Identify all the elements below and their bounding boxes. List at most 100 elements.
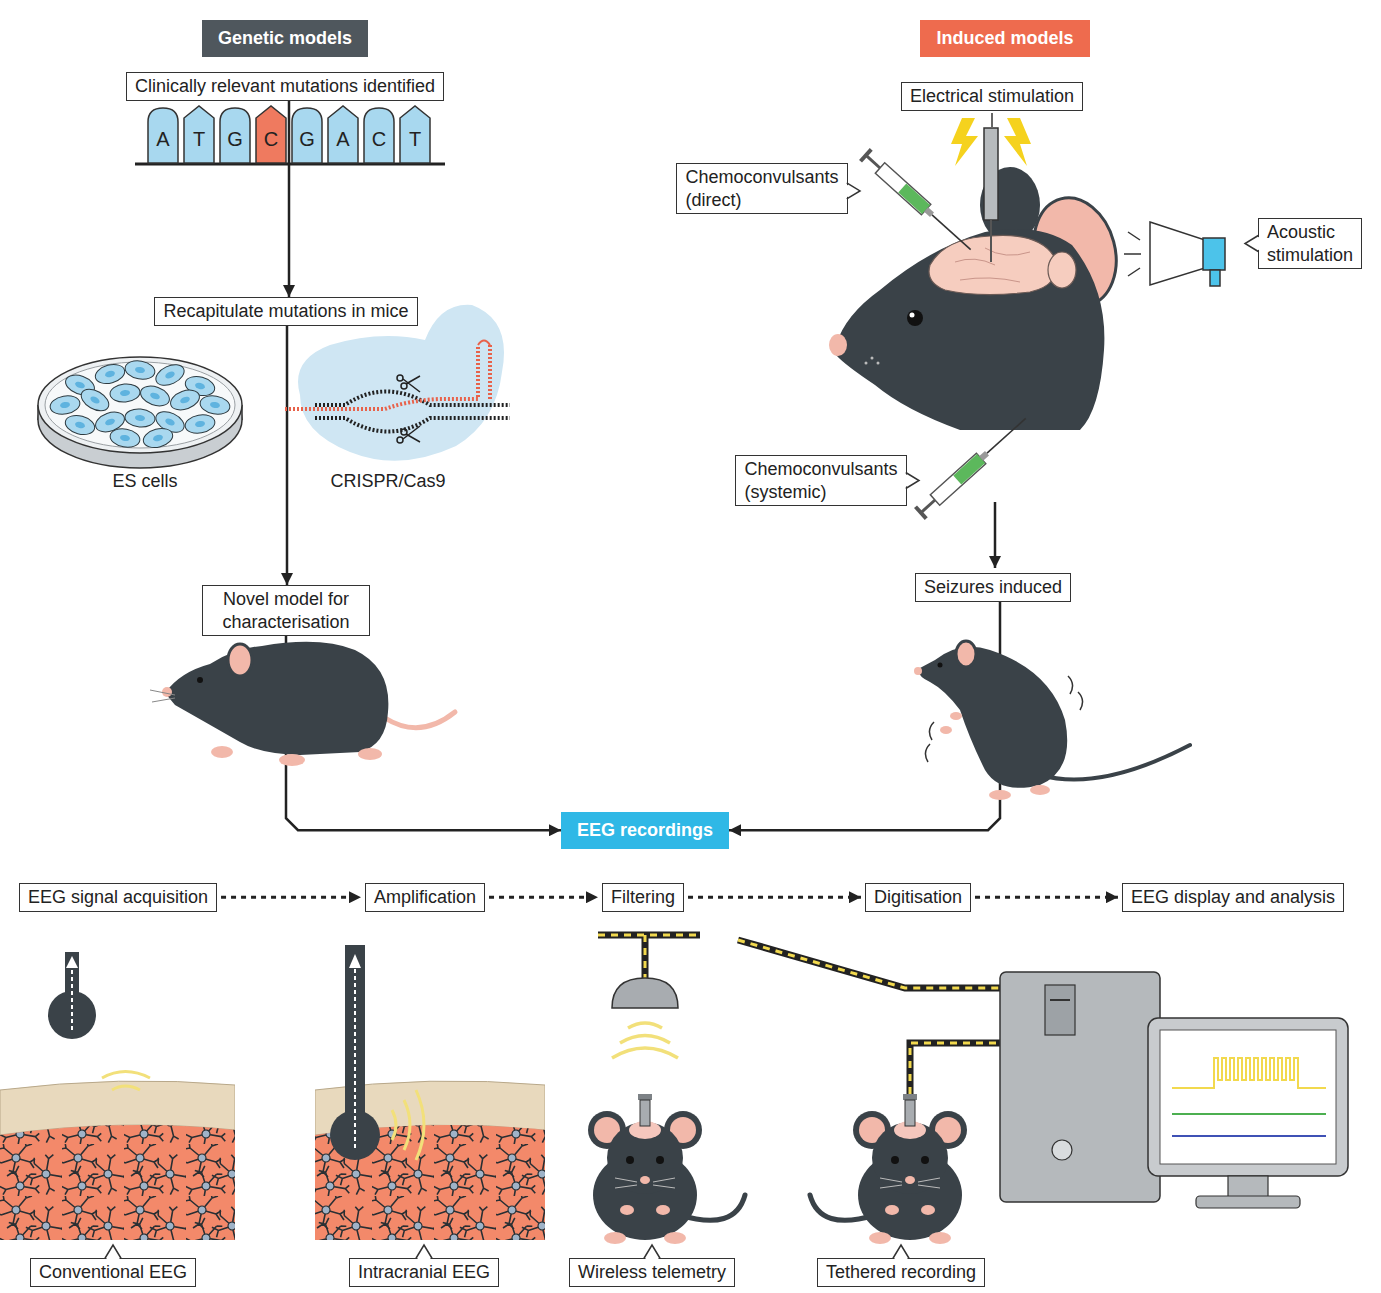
stimulation-electrode [1004,118,1031,166]
node-text: Intracranial EEG [358,1261,490,1284]
megaphone [1210,270,1220,286]
category-header: Genetic models [202,20,368,57]
megaphone [1203,238,1225,270]
mouse-figure [211,746,233,758]
syringe [859,148,976,256]
receiver-dome [612,978,678,1008]
syringe [930,453,985,505]
callout-box: Tethered recording [817,1258,985,1287]
dna-sequence [135,106,445,164]
dna-sequence [328,106,358,163]
petri-dish [109,427,142,450]
dna-sequence [184,106,214,163]
dotted-arrow [489,896,598,899]
callout-box: Wireless telemetry [569,1258,735,1287]
dna-sequence [364,108,394,163]
callout-box: Conventional EEG [30,1258,196,1287]
crispr-complex [285,345,490,409]
mouse-head [1048,252,1076,288]
step-box: Filtering [602,883,684,912]
step-box: EEG display and analysis [1122,883,1344,912]
stimulation-electrode [984,128,998,220]
stimulation-electrode [951,113,1031,262]
mouse-head [907,310,923,326]
seizing-mouse [938,663,943,668]
node-text: Seizures induced [924,576,1062,599]
petri-dish [93,361,127,386]
node-text: Amplification [374,886,476,909]
mouse-head [955,248,1030,282]
node-text: Novel model for characterisation [211,588,361,633]
callout-pointer [906,473,919,489]
node-text: Digitisation [874,886,962,909]
petri-dish [49,394,82,417]
node-text: Recapitulate mutations in mice [163,300,408,323]
computer [1196,1196,1300,1208]
computer [1000,972,1160,1202]
flow-arrow [286,326,289,586]
callout-pointer [105,1245,121,1258]
tissue-section [0,1125,235,1240]
petri-dish [138,382,172,409]
node-text: EEG recordings [577,819,713,842]
crispr-complex [315,392,510,432]
syringe [932,215,971,250]
computer [1172,1058,1326,1088]
category-header: Induced models [920,20,1089,57]
signal-cable [598,935,1000,1094]
node-text: EEG display and analysis [1131,886,1335,909]
callout-pointer [644,1245,660,1258]
mouse-figure [165,642,388,755]
mouse-figure [588,1094,745,1244]
flow-arrow [288,101,291,298]
syringe [867,156,880,168]
seizing-mouse [914,641,1190,800]
dna-sequence [400,106,430,163]
flow-arrow [994,502,997,568]
signal-cable [598,935,1000,1094]
syringe [922,500,935,512]
megaphone [1150,222,1205,285]
eeg-electrode [392,1090,424,1160]
computer [1160,1030,1336,1164]
node-text: Acoustic stimulation [1267,221,1353,266]
petri-dish [141,425,175,450]
mouse-figure [279,754,305,766]
mouse-head [871,357,874,360]
eeg-electrode [71,966,73,1030]
mouse-figure [228,644,252,676]
base-letter: G [299,127,315,152]
connector-group [221,101,1118,898]
dna-sequence [292,108,322,163]
node-text: EEG signal acquisition [28,886,208,909]
eeg-electrode [102,1072,150,1091]
mouse-figure [197,677,203,683]
label-box: Electrical stimulation [901,82,1083,111]
petri-dish [153,361,188,390]
dotted-arrow [221,896,361,899]
mouse-head [877,362,880,365]
base-letter: A [336,127,349,152]
mouse-head [865,362,868,365]
petri-dish [184,413,217,436]
node-text: Conventional EEG [39,1261,187,1284]
step-box: Amplification [365,883,485,912]
petri-dish [124,359,157,382]
callout-box: Intracranial EEG [349,1258,499,1287]
figure-label: CRISPR/Cas9 [330,470,445,493]
callout-pointer [416,1245,432,1258]
mouse-figure [385,712,455,728]
dna-sequence [148,108,178,163]
signal-cable [598,935,1000,1094]
process-box: Clinically relevant mutations identified [126,72,444,101]
petri-dish [38,357,242,453]
eeg-electrode [66,956,78,968]
petri-dish [38,357,242,468]
node-text: Clinically relevant mutations identified [135,75,435,98]
megaphone [1124,222,1225,286]
crispr-complex [285,305,510,461]
crispr-complex [403,376,420,392]
callout-box: Chemoconvulsants (systemic) [735,455,906,506]
eeg-electrode [330,945,424,1160]
